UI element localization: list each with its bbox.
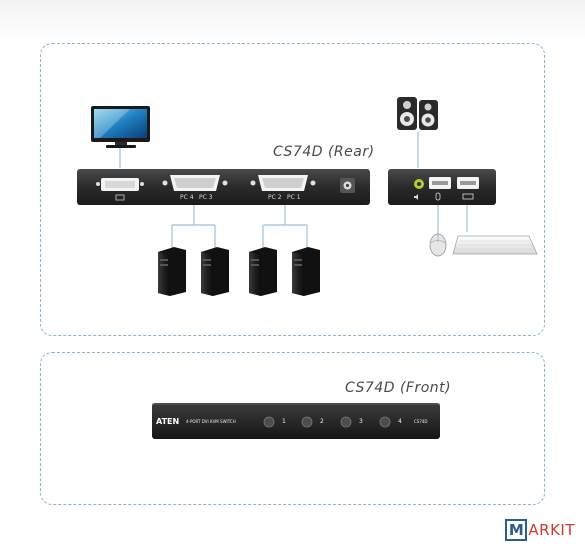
cables — [119, 132, 468, 250]
pc12-port-icon — [250, 175, 316, 191]
pc-tower-icon — [201, 247, 229, 296]
front-unit — [152, 403, 440, 439]
port-label-pc3: PC 3 — [199, 194, 213, 201]
logo-m: M — [505, 519, 528, 541]
front-button-3 — [340, 416, 352, 428]
front-button-1 — [263, 416, 275, 428]
mouse-icon — [429, 233, 447, 257]
front-model-caption: 4-PORT DVI KVM SWITCH — [186, 419, 236, 424]
front-title: CS74D (Front) — [345, 380, 452, 396]
front-button-4-label: 4 — [398, 418, 402, 425]
pc-tower-icon — [158, 247, 186, 296]
front-button-1-label: 1 — [282, 418, 286, 425]
console-unit — [388, 169, 496, 205]
logo-text: ARKIT — [528, 521, 575, 539]
front-button-3-label: 3 — [359, 418, 363, 425]
front-button-4 — [379, 416, 391, 428]
speaker-icon — [397, 97, 438, 130]
dvi-port-icon — [96, 178, 144, 201]
audio-jack-icon — [414, 179, 424, 200]
pc12-cable — [262, 205, 308, 250]
keyboard-icon — [452, 235, 538, 255]
front-model-code: CS74D — [414, 419, 428, 424]
pc34-cable — [171, 205, 216, 250]
pc34-port-icon — [162, 175, 228, 191]
markit-logo: M ARKIT — [505, 518, 575, 542]
usb-port-icon — [429, 177, 451, 201]
port-label-pc2: PC 2 — [268, 194, 282, 201]
pc-tower-icon — [292, 247, 320, 296]
usb-port-icon — [457, 177, 479, 200]
port-label-pc1: PC 1 — [287, 194, 301, 201]
front-button-2-label: 2 — [320, 418, 324, 425]
pc-tower-icon — [249, 247, 277, 296]
front-button-2 — [301, 416, 313, 428]
rear-title: CS74D (Rear) — [273, 144, 375, 160]
power-jack-icon — [340, 178, 355, 193]
rear-unit — [77, 169, 370, 205]
monitor-icon — [91, 106, 150, 148]
front-brand: ATEN — [156, 417, 180, 426]
port-label-pc4: PC 4 — [180, 194, 194, 201]
